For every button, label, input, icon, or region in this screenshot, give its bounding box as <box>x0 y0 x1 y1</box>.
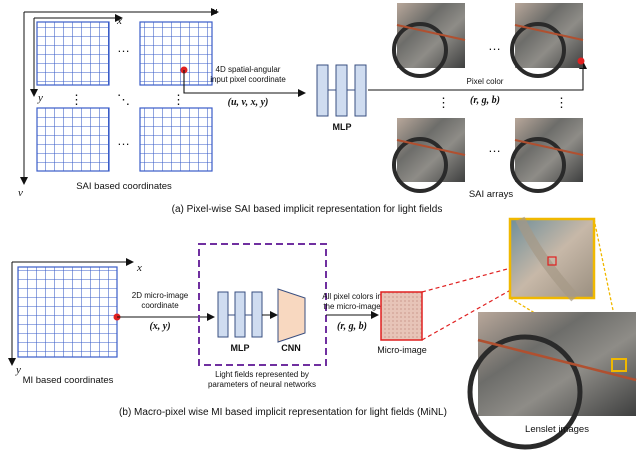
micro-image-label: Micro-image <box>377 345 427 355</box>
cnn-block <box>277 288 306 343</box>
sai-axes <box>20 8 219 185</box>
nn-caption-2: parameters of neural networks <box>208 380 316 389</box>
sai-grid-bottom-right <box>139 107 213 172</box>
caption-b: (b) Macro-pixel wise MI based implicit r… <box>119 407 447 418</box>
sai-arr-ellipsis-h2: … <box>488 140 501 155</box>
axis-y-label: y <box>37 92 43 104</box>
sai-image-bottom-right <box>510 118 584 193</box>
sai-output-vars: (r, g, b) <box>470 95 500 106</box>
lenslet-zoom-inset <box>508 216 596 302</box>
sai-output-pixel <box>577 57 585 65</box>
mi-output-label-1: All pixel colors in <box>322 292 382 301</box>
sai-arrays-label: SAI arrays <box>469 189 514 200</box>
mi-output-vars: (r, g, b) <box>337 321 367 332</box>
mi-mlp-label: MLP <box>231 343 250 353</box>
mi-input-label-1: 2D micro-image <box>132 291 189 300</box>
sai-grid-top-right <box>139 21 213 86</box>
zoom-selected-mi <box>547 256 557 266</box>
sai-image-top-right <box>510 3 584 78</box>
mi-grid-label: MI based coordinates <box>23 375 114 386</box>
sai-image-top-left <box>392 3 466 78</box>
sai-ellipsis-h2: … <box>117 133 130 148</box>
lenslet-image <box>467 312 637 450</box>
micro-image <box>380 291 423 341</box>
sai-arr-ellipsis-v1: ⋮ <box>437 95 450 110</box>
sai-ellipsis-diag: ⋱ <box>117 92 130 107</box>
mi-output-label-2: the micro-image <box>323 302 381 311</box>
lenslet-label: Lenslet images <box>525 424 589 435</box>
sai-mlp-label: MLP <box>333 122 352 132</box>
sai-grid-block <box>36 21 213 172</box>
sai-grid-top-left <box>36 21 110 86</box>
sai-mlp-block <box>316 64 367 117</box>
sai-image-bottom-left <box>392 118 466 193</box>
nn-dashed-box <box>198 243 327 366</box>
sai-ellipsis-v1: ⋮ <box>70 92 83 107</box>
axis-v-label: v <box>18 187 23 199</box>
sai-input-label-1: 4D spatial-angular <box>216 65 281 74</box>
nn-caption-1: Light fields represented by <box>215 370 309 379</box>
mi-grid <box>17 266 118 358</box>
mi-axis-y-label: y <box>15 364 21 376</box>
sai-input-vars: (u, v, x, y) <box>228 97 269 108</box>
sai-array-images <box>392 3 585 193</box>
axis-u-label: u <box>212 5 218 17</box>
caption-a: (a) Pixel-wise SAI based implicit repres… <box>172 204 443 215</box>
sai-grid-label: SAI based coordinates <box>76 181 172 192</box>
sai-grid-bottom-left <box>36 107 110 172</box>
mi-axes <box>8 258 134 366</box>
sai-output-arrow <box>368 61 587 91</box>
sai-ellipsis-h1: … <box>117 40 130 55</box>
mi-axis-x-label: x <box>136 262 142 274</box>
mi-input-vars: (x, y) <box>149 321 170 332</box>
axis-x-label: x <box>116 15 122 27</box>
mi-cnn-label: CNN <box>281 343 301 353</box>
sai-output-label: Pixel color <box>467 77 504 86</box>
sai-input-label-2: input pixel coordinate <box>210 75 286 84</box>
sai-arr-ellipsis-h1: … <box>488 38 501 53</box>
sai-ellipsis-v2: ⋮ <box>172 92 185 107</box>
mi-input-label-2: coordinate <box>141 301 179 310</box>
lenslet-selected-region <box>611 358 627 372</box>
sai-arr-ellipsis-v2: ⋮ <box>555 95 568 110</box>
sai-input-arrow <box>183 70 306 97</box>
mi-mlp-block <box>217 291 263 338</box>
